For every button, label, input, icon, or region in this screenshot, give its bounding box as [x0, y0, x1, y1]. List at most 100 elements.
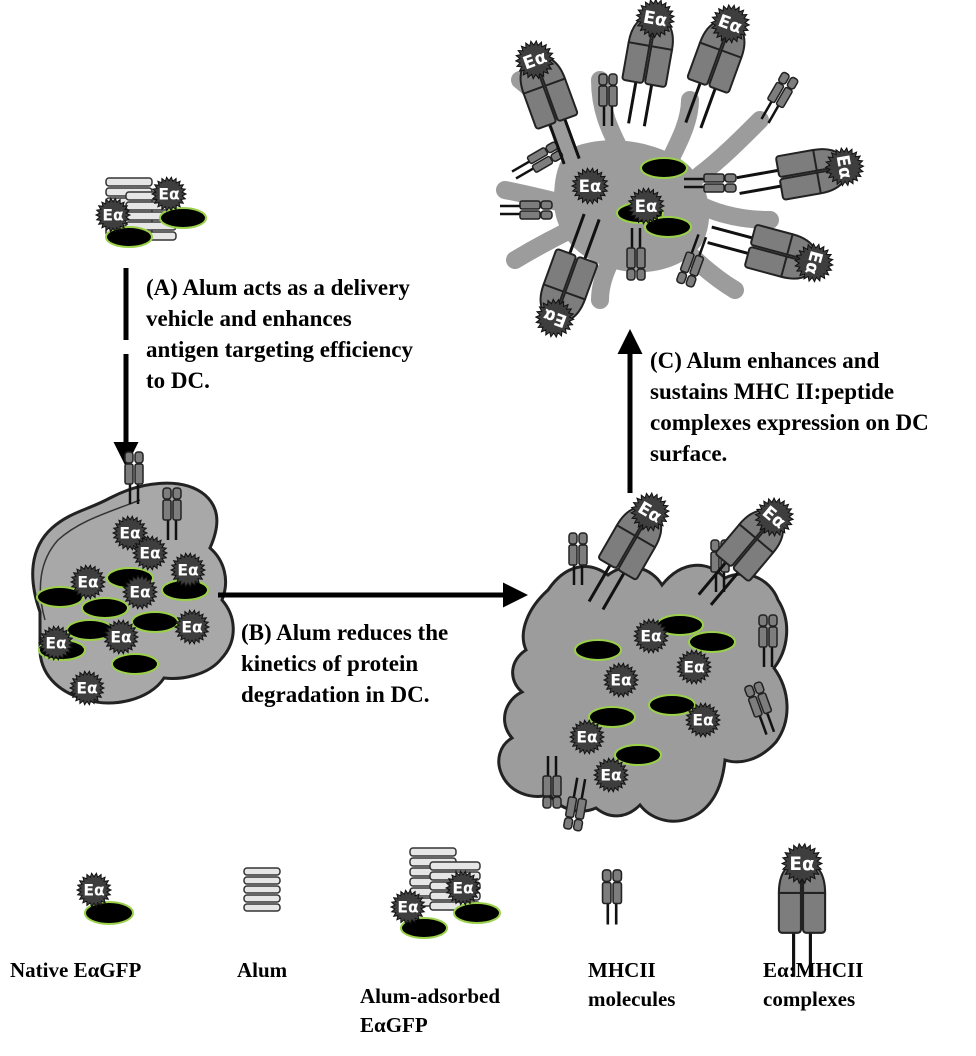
legend-complexes-label: Eα:MHCII complexes [763, 958, 864, 1011]
arrow-a-gap [118, 340, 134, 354]
ea-mhcii-complex: Eα [587, 491, 671, 611]
alum-legend-icon [243, 867, 281, 912]
legend-native-label: Native EαGFP [10, 958, 142, 982]
gfp-barrel [159, 207, 207, 229]
antigen-label: Eα [635, 197, 658, 216]
gfp-barrel [614, 744, 662, 766]
antigen-icon: Eα [102, 619, 140, 655]
antigen-icon: Eα [754, 496, 795, 538]
mhcii-molecule [684, 173, 737, 193]
antigen-label: Eα [576, 728, 598, 746]
gfp-barrel [400, 917, 448, 939]
antigen-icon: Eα [389, 889, 427, 925]
antigen-label: Eα [45, 634, 67, 652]
antigen-icon: Eα [635, 0, 676, 39]
legend-adsorbed-label: Alum-adsorbed EαGFP [360, 984, 501, 1037]
mhcii-molecule [626, 228, 646, 281]
dendritic-cell-body [497, 563, 789, 823]
antigen-icon: Eα [37, 625, 75, 661]
antigen-icon: Eα [69, 564, 107, 600]
gfp-barrel [81, 597, 129, 619]
antigen-icon: Eα [684, 702, 722, 738]
antigen-icon: Eα [534, 298, 575, 339]
mhcii-molecule [500, 200, 553, 220]
antigen-icon: Eα [629, 491, 671, 533]
mhcii-molecule [162, 487, 182, 540]
antigen-label: Eα [452, 879, 474, 897]
antigen-icon: Eα [121, 574, 159, 610]
gfp-barrel [574, 639, 622, 661]
antigen-label: Eα [129, 583, 151, 601]
step-a-text: (A) Alum acts as a delivery vehicle and … [146, 275, 413, 393]
mhcii-molecule [124, 451, 144, 504]
antigen-icon: Eα [68, 670, 106, 706]
mhcii-molecule [760, 71, 799, 124]
antigen-icon: Eα [173, 609, 211, 645]
mhcii-molecule [568, 532, 588, 585]
mhcii-molecule [511, 141, 564, 180]
antigen-label: Eα [110, 628, 132, 646]
antigen-label: Eα [789, 854, 814, 875]
antigen-label: Eα [139, 544, 161, 562]
antigen-label: Eα [832, 153, 856, 180]
mhcii-molecule [563, 777, 588, 832]
antigen-icon: Eα [94, 197, 132, 233]
mhcii-molecule [758, 614, 778, 667]
gfp-barrel [84, 901, 134, 925]
gfp-barrel [105, 226, 153, 248]
gfp-layer [36, 157, 736, 939]
gfp-barrel [588, 706, 636, 728]
antigen-label: Eα [83, 881, 105, 899]
gfp-barrel [640, 157, 688, 179]
ea-mhcii-complex: Eα [684, 3, 751, 129]
mhcii-molecule [676, 234, 708, 288]
ea-mhcii-complex: Eα [736, 146, 865, 201]
antigen-icon: Eα [626, 187, 666, 225]
antigen-icon: Eα [570, 167, 610, 205]
step-c-text: (C) Alum enhances and sustains MHC II:pe… [650, 348, 929, 466]
antigen-icon: Eα [169, 552, 207, 588]
antigen-label: Eα [76, 679, 98, 697]
antigen-label: Eα [640, 627, 662, 645]
antigen-icon: Eα [111, 515, 149, 551]
step-b-text: (B) Alum reduces the kinetics of protein… [241, 620, 449, 707]
legend-alum-label: Alum [237, 958, 288, 982]
ea-mhcii-complex: Eα [707, 224, 834, 283]
antigen-icon: Eα [444, 870, 482, 906]
ea-mhcii-complex: Eα [621, 0, 676, 127]
antigen-icon: Eα [602, 662, 640, 698]
gfp-barrel [131, 611, 179, 633]
ea-mhcii-complex: Eα [697, 496, 795, 606]
antigen-icon: Eα [793, 242, 834, 283]
ea-mhcii-complex: Eα [777, 842, 827, 977]
mhcii-molecule [601, 869, 623, 925]
mhcii-molecule [744, 681, 776, 735]
arrows [113, 268, 643, 608]
antigen-icon: Eα [710, 3, 751, 44]
legend-mhcii-label: MHCII molecules [588, 958, 676, 1011]
antigen-icon: Eα [632, 618, 670, 654]
mhcii-molecule [542, 756, 562, 809]
gfp-barrel [644, 216, 692, 238]
gfp-barrel [111, 653, 159, 675]
gfp-barrel [36, 586, 84, 608]
antigen-label: Eα [177, 561, 199, 579]
antigen-label: Eα [102, 206, 124, 224]
antigen-label: Eα [119, 524, 141, 542]
antigen-icon: Eα [131, 535, 169, 571]
antigen-label: Eα [579, 177, 602, 196]
antigen-icon: Eα [150, 176, 188, 212]
antigen-icon: Eα [75, 872, 113, 908]
antigen-label: Eα [397, 898, 419, 916]
antigen-icon: Eα [675, 649, 713, 685]
antigen-label: Eα [610, 671, 632, 689]
gfp-barrel [688, 631, 736, 653]
gfp-barrel [453, 902, 501, 924]
antigen-icon: Eα [592, 757, 630, 793]
antigen-label: Eα [683, 658, 705, 676]
antigen-label: Eα [77, 573, 99, 591]
antigen-icon: Eα [824, 146, 865, 187]
antigen-icon: Eα [568, 719, 606, 755]
